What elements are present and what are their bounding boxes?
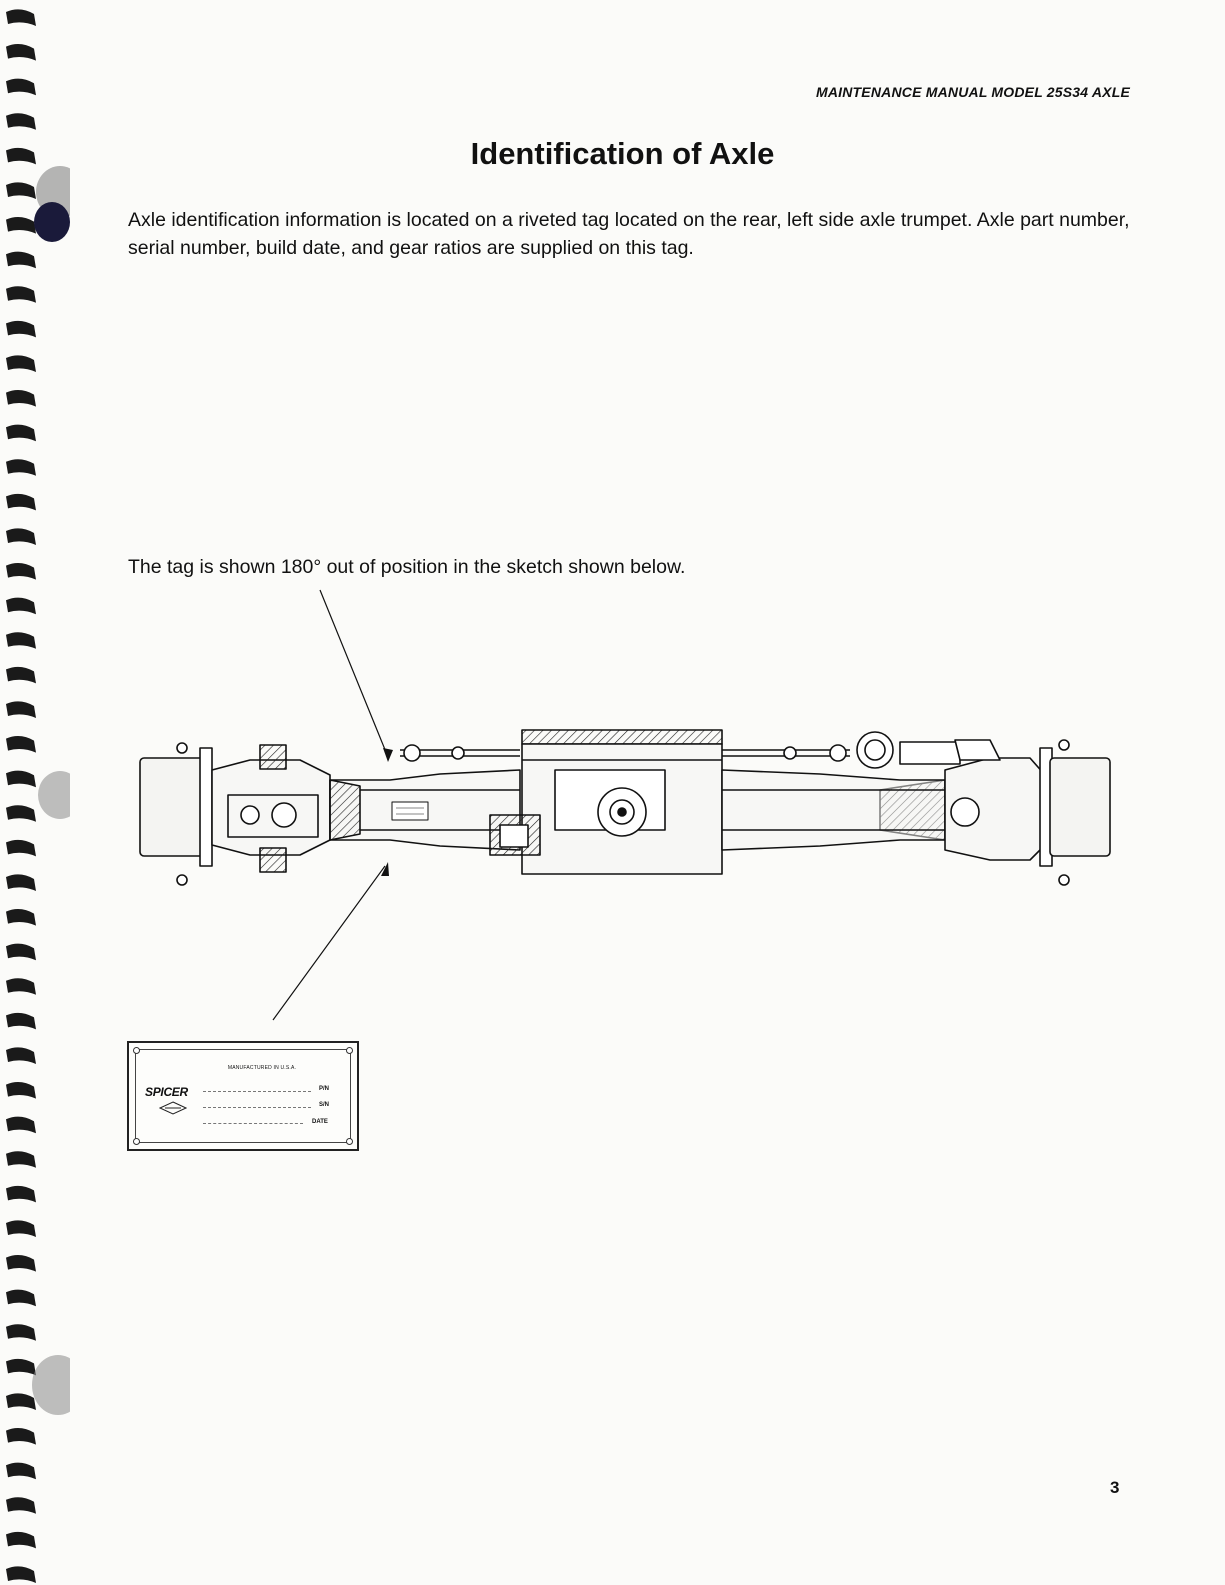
tag-origin-text: MANUFACTURED IN U.S.A. <box>227 1065 297 1071</box>
spiral-binding <box>6 9 70 1583</box>
binding-coil <box>6 1289 36 1307</box>
pointer-line-bottom <box>272 865 386 1021</box>
tag-field-date: DATE <box>312 1119 328 1125</box>
binding-coil <box>6 805 36 822</box>
sketch-caption: The tag is shown 180° out of position in… <box>128 556 686 578</box>
binding-coil <box>6 78 36 96</box>
binding-coil <box>6 1082 36 1099</box>
binding-coil <box>6 1116 36 1134</box>
right-wheel-end <box>1049 757 1111 857</box>
binding-coil <box>6 1012 36 1030</box>
intro-paragraph: Axle identification information is locat… <box>128 209 1130 259</box>
binding-coil <box>6 113 36 130</box>
binding-coil <box>6 1358 36 1376</box>
binding-coil <box>6 1220 36 1237</box>
tag-entry-line <box>203 1091 311 1092</box>
binding-coil <box>6 632 36 649</box>
binding-coil <box>6 978 36 995</box>
binding-coil <box>6 874 36 891</box>
binding-coil <box>6 182 36 199</box>
binding-coil <box>6 390 36 407</box>
binding-coil <box>6 147 36 165</box>
binding-coil <box>6 44 36 61</box>
binding-coil <box>6 493 36 511</box>
binding-coil <box>6 1393 36 1410</box>
pointer-line-top <box>319 589 389 758</box>
page-title: Identification of Axle <box>470 136 775 171</box>
binding-coil <box>6 320 36 338</box>
binding-coil <box>6 1185 36 1203</box>
axle-tag-sketch <box>391 801 429 821</box>
binding-coil <box>6 839 36 857</box>
binding-coil <box>6 1462 36 1480</box>
binding-coil <box>6 1497 36 1514</box>
binding-coil <box>6 251 36 269</box>
binding-coil <box>6 217 36 234</box>
left-wheel-end <box>139 757 209 857</box>
binding-coil <box>6 597 36 615</box>
binding-coil <box>6 943 36 961</box>
spicer-logo-text: SPICER <box>145 1085 188 1099</box>
binding-coil <box>6 1324 36 1341</box>
binding-coil <box>6 528 36 545</box>
binding-coil <box>6 286 36 303</box>
binding-coil <box>6 424 36 442</box>
binding-coil <box>6 1428 36 1445</box>
tag-field-sn: S/N <box>319 1102 330 1108</box>
tag-field-pn: P/N <box>319 1086 330 1092</box>
spicer-diamond-icon <box>159 1101 187 1115</box>
rivet-hole <box>133 1047 140 1054</box>
identification-tag: MANUFACTURED IN U.S.A. SPICER P/N S/N DA… <box>127 1041 359 1151</box>
binding-coil <box>6 563 36 580</box>
binding-coil <box>6 736 36 753</box>
binding-coil <box>6 355 36 372</box>
binding-coil <box>6 1047 36 1064</box>
manual-header: MAINTENANCE MANUAL MODEL 25S34 AXLE <box>815 84 1130 100</box>
binding-coil <box>6 1255 36 1272</box>
binding-coil <box>6 1151 36 1168</box>
binding-coil <box>6 1566 36 1583</box>
carrier-top <box>521 729 723 745</box>
binding-coil <box>6 666 36 684</box>
rivet-hole <box>133 1138 140 1145</box>
binding-coil <box>6 9 36 26</box>
binding-coil <box>6 770 36 788</box>
page-number: 3 <box>1110 1478 1120 1497</box>
binding-coil <box>6 701 36 718</box>
rivet-hole <box>346 1138 353 1145</box>
binding-coil <box>6 1531 36 1549</box>
rivet-hole <box>346 1047 353 1054</box>
tag-border <box>135 1049 351 1143</box>
binding-coil <box>6 909 36 926</box>
tag-entry-line <box>203 1107 311 1108</box>
tag-entry-line <box>203 1123 303 1124</box>
binding-coil <box>6 459 36 476</box>
